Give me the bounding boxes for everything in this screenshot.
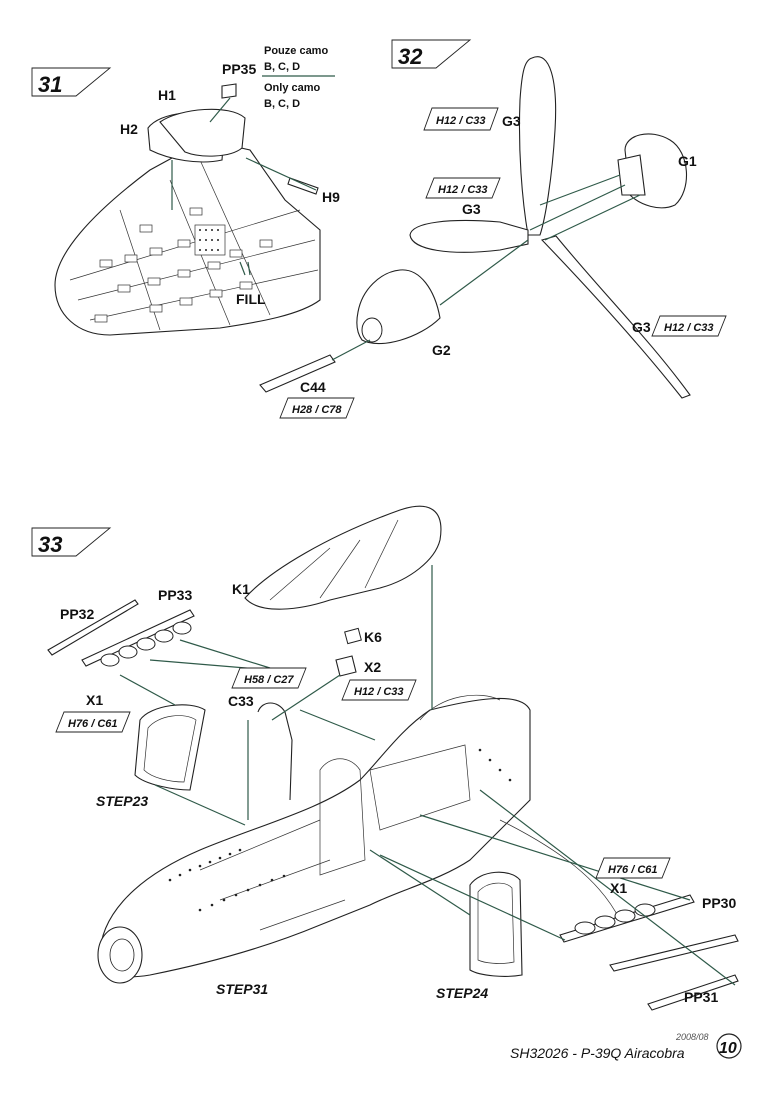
rod-c44-shape xyxy=(259,354,336,393)
step-32-flag xyxy=(391,39,472,69)
part-pp32-shape xyxy=(47,599,139,656)
part-pp30-shape xyxy=(609,934,739,972)
part-h1-shape xyxy=(159,108,246,157)
label-fill: FILL xyxy=(236,291,266,307)
svg-text:H58 / C27: H58 / C27 xyxy=(244,674,294,686)
footer: 2008/08 SH32026 - P-39Q Airacobra 10 xyxy=(510,1032,742,1061)
ref-step24: STEP24 xyxy=(436,985,488,1001)
label-g3-left: G3 xyxy=(462,201,481,217)
label-g1: G1 xyxy=(678,153,697,169)
label-x2: X2 xyxy=(364,659,381,675)
color-box-c44: H28 / C78 xyxy=(279,397,355,419)
footer-title: SH32026 - P-39Q Airacobra xyxy=(510,1045,685,1061)
page-number-circle xyxy=(716,1033,742,1059)
label-k6: K6 xyxy=(364,629,382,645)
step-31-flag xyxy=(31,67,112,97)
svg-text:H12 / C33: H12 / C33 xyxy=(354,686,404,698)
step-33-number: 33 xyxy=(38,532,62,557)
color-box-x2: H12 / C33 xyxy=(341,679,417,701)
blade-left-shape xyxy=(409,219,529,253)
step-32: 32 H12 / C33 G3 H12 / C33 G3 G1 G2 xyxy=(259,39,727,419)
color-box-top: H12 / C33 xyxy=(423,107,499,131)
label-pp31: PP31 xyxy=(684,989,718,1005)
label-k1: K1 xyxy=(232,581,250,597)
ref-step31: STEP31 xyxy=(216,981,268,997)
label-x1-left: X1 xyxy=(86,692,103,708)
svg-text:H28 / C78: H28 / C78 xyxy=(292,404,342,416)
label-h9: H9 xyxy=(322,189,340,205)
color-box-x1-left: H76 / C61 xyxy=(55,711,131,733)
door-right-shape xyxy=(469,871,523,977)
step-32-number: 32 xyxy=(398,44,423,69)
color-box-right: H12 / C33 xyxy=(651,315,727,337)
label-pp35: PP35 xyxy=(222,61,256,77)
label-g3-right: G3 xyxy=(632,319,651,335)
color-box-left: H12 / C33 xyxy=(425,177,501,199)
svg-text:H76 / C61: H76 / C61 xyxy=(608,864,658,876)
part-pp31-shape xyxy=(647,974,739,1011)
part-pp33-shape xyxy=(81,609,195,667)
label-pp30: PP30 xyxy=(702,895,736,911)
step-33-flag xyxy=(31,527,112,557)
label-h1: H1 xyxy=(158,87,176,103)
fuselage-drawing xyxy=(97,694,621,984)
label-pp32: PP32 xyxy=(60,606,94,622)
label-c33: C33 xyxy=(228,693,254,709)
ref-step23: STEP23 xyxy=(96,793,148,809)
part-k6-shape xyxy=(344,627,362,645)
color-box-x1-right: H76 / C61 xyxy=(595,857,671,879)
label-g2: G2 xyxy=(432,342,451,358)
canopy-k1-shape xyxy=(244,505,442,610)
label-c44: C44 xyxy=(300,379,326,395)
step-33: 33 xyxy=(31,505,739,1011)
part-x2-shape xyxy=(335,655,357,677)
color-box-pp33: H58 / C27 xyxy=(231,667,307,689)
step-31: 31 xyxy=(31,45,340,336)
step-31-number: 31 xyxy=(38,72,62,97)
door-left-shape xyxy=(134,704,206,791)
svg-text:H76 / C61: H76 / C61 xyxy=(68,718,118,730)
note-cz-variants: B, C, D xyxy=(264,61,300,73)
blade-right-shape xyxy=(540,235,691,399)
label-pp33: PP33 xyxy=(158,587,192,603)
blade-top-shape xyxy=(518,56,557,236)
wing-drawing xyxy=(54,139,321,336)
svg-text:H12 / C33: H12 / C33 xyxy=(664,322,714,334)
label-g3-top: G3 xyxy=(502,113,521,129)
label-h2: H2 xyxy=(120,121,138,137)
label-x1-right: X1 xyxy=(610,880,627,896)
note-en-variants: B, C, D xyxy=(264,98,300,110)
footer-date: 2008/08 xyxy=(675,1032,709,1042)
part-h9-shape xyxy=(287,177,319,195)
footer-page: 10 xyxy=(719,1040,737,1057)
note-en: Only camo xyxy=(264,82,321,94)
svg-text:H12 / C33: H12 / C33 xyxy=(436,115,486,127)
note-cz: Pouze camo xyxy=(264,45,328,57)
svg-text:H12 / C33: H12 / C33 xyxy=(438,184,488,196)
part-pp35-shape xyxy=(221,83,237,99)
